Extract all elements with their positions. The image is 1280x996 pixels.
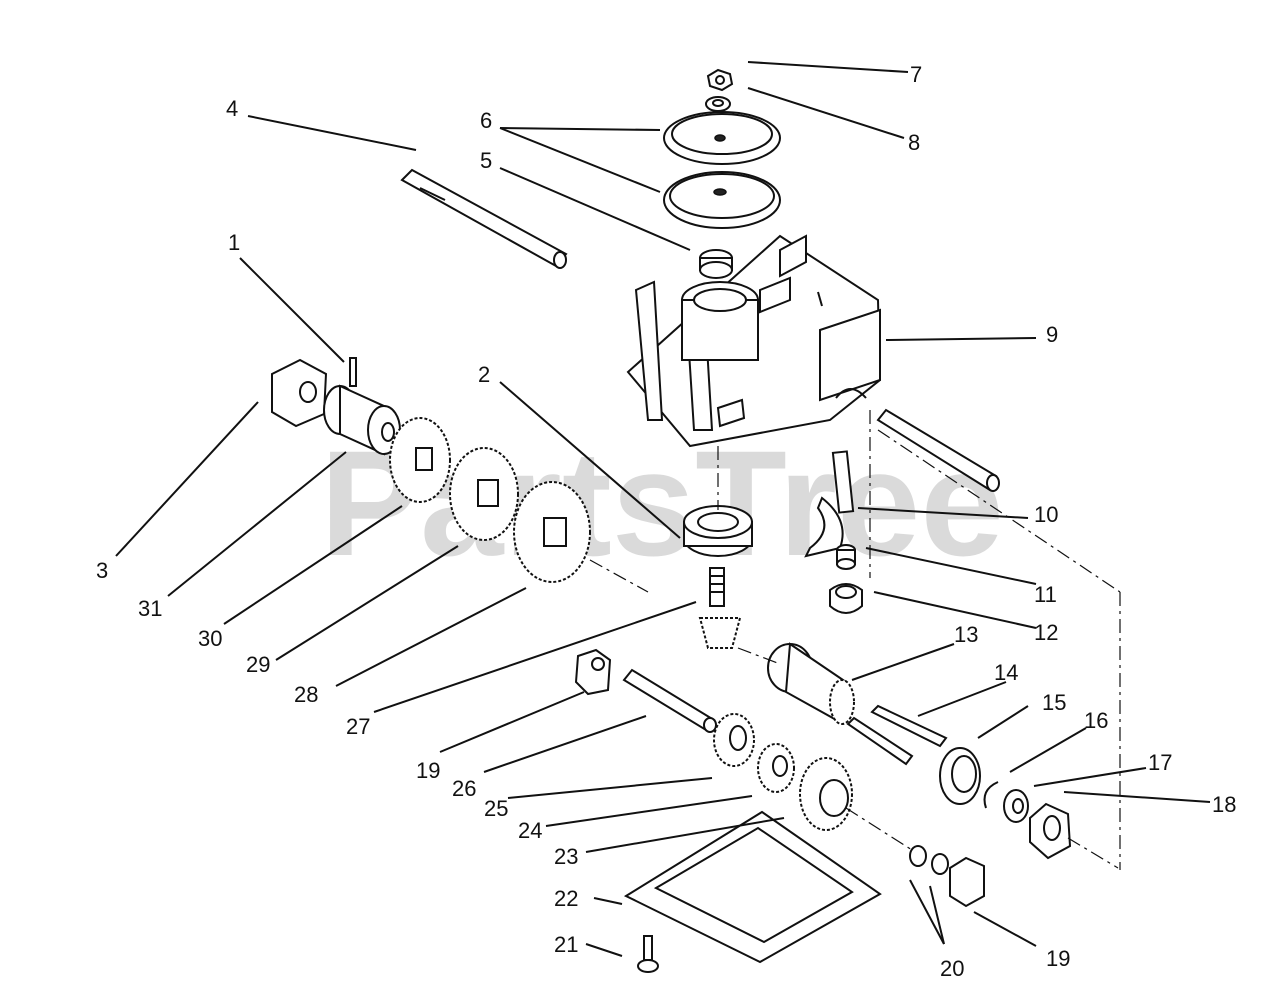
callout-25: 25 (484, 796, 508, 821)
callout-22: 22 (554, 886, 578, 911)
part-support-block-lower (949, 856, 985, 908)
part-retaining-clip (983, 781, 999, 809)
callout-30: 30 (198, 626, 222, 651)
callout-18: 18 (1212, 792, 1236, 817)
part-bearing-15 (939, 747, 981, 805)
part-washer-8 (705, 96, 731, 112)
callout-13: 13 (954, 622, 978, 647)
callout-28: 28 (294, 682, 318, 707)
part-housing (626, 234, 882, 448)
callout-labels: 1 2 3 4 5 6 7 8 9 10 11 12 13 14 15 16 1… (96, 62, 1236, 981)
part-key-14 (846, 704, 948, 766)
callout-21: 21 (554, 932, 578, 957)
part-shaft-right (876, 408, 1000, 492)
leader-lines (115, 61, 1211, 957)
callout-4: 4 (226, 96, 238, 121)
part-collar-12 (829, 583, 863, 614)
part-bearing (683, 505, 753, 557)
part-shaft-26 (622, 668, 717, 733)
callout-29: 29 (246, 652, 270, 677)
callout-23: 23 (554, 844, 578, 869)
part-shaft-4 (400, 168, 568, 269)
callout-12: 12 (1034, 620, 1058, 645)
part-spacer (699, 249, 733, 279)
callout-15: 15 (1042, 690, 1066, 715)
part-gear-29 (449, 447, 519, 541)
part-oil-pan (623, 810, 882, 964)
part-bushing-11 (836, 544, 856, 570)
callout-16: 16 (1084, 708, 1108, 733)
callout-19-upper: 19 (416, 758, 440, 783)
callout-8: 8 (908, 130, 920, 155)
callout-17: 17 (1148, 750, 1172, 775)
part-support-block-upper (574, 648, 612, 696)
part-gear-25 (713, 713, 755, 767)
callout-19-lower: 19 (1046, 946, 1070, 971)
part-washers-20 (909, 845, 949, 875)
part-pulley-5 (663, 171, 781, 229)
callout-26: 26 (452, 776, 476, 801)
part-shift-fork (804, 450, 855, 558)
part-support-block-3 (271, 358, 328, 428)
callout-3: 3 (96, 558, 108, 583)
part-spline-gear (767, 642, 855, 725)
part-hub-31 (323, 384, 401, 456)
part-washer-17 (1003, 789, 1029, 823)
part-gear-23 (799, 757, 853, 831)
callout-20: 20 (940, 956, 964, 981)
part-pin-1 (349, 357, 357, 387)
part-nut (706, 68, 734, 92)
callout-9: 9 (1046, 322, 1058, 347)
callout-1: 1 (228, 230, 240, 255)
callout-2: 2 (478, 362, 490, 387)
callout-27: 27 (346, 714, 370, 739)
part-gear-24 (757, 743, 795, 793)
part-cup-18 (1029, 802, 1072, 860)
part-bolt-21 (637, 935, 659, 973)
part-bevel-pinion (698, 567, 742, 649)
callout-5: 5 (480, 148, 492, 173)
callout-14: 14 (994, 660, 1018, 685)
callout-24: 24 (518, 818, 542, 843)
callout-7: 7 (910, 62, 922, 87)
part-gear-28 (513, 481, 591, 583)
callout-11: 11 (1034, 582, 1057, 607)
part-gear-30 (389, 417, 451, 503)
callout-31: 31 (138, 596, 162, 621)
callout-6: 6 (480, 108, 492, 133)
callout-10: 10 (1034, 502, 1058, 527)
part-pulley-6 (663, 111, 781, 165)
center-lines (589, 410, 1121, 870)
